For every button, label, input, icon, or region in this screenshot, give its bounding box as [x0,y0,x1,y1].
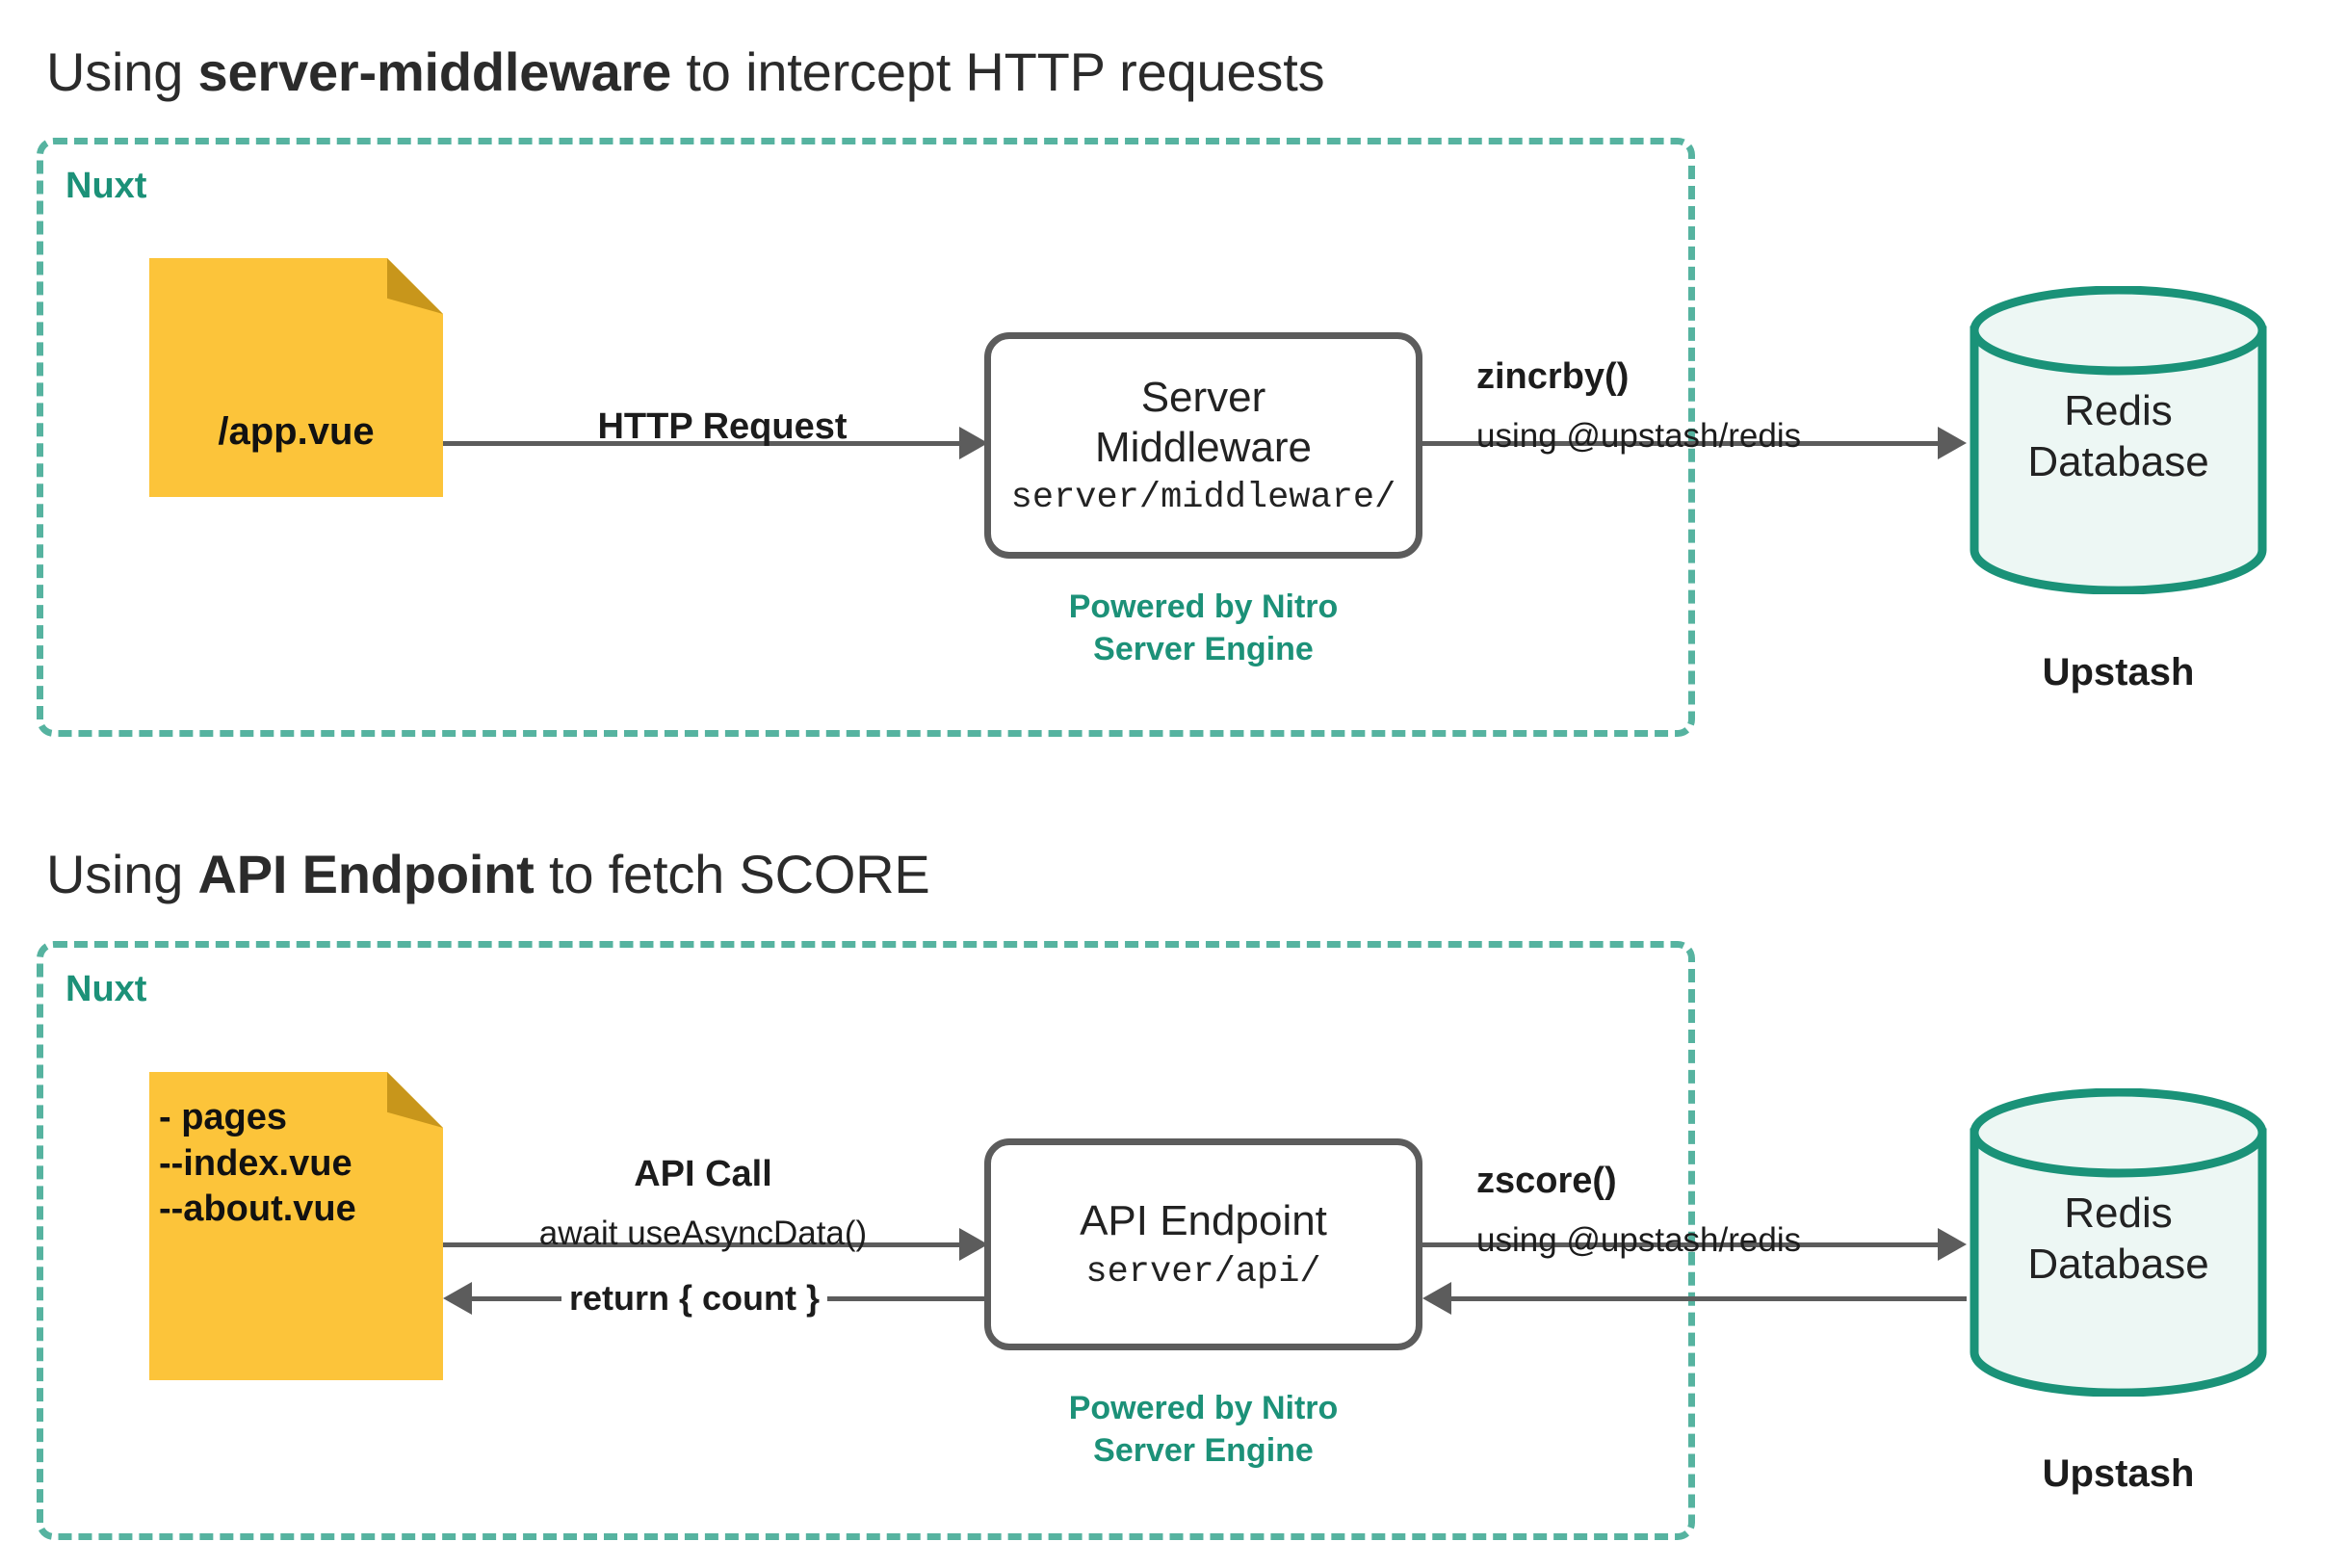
api-endpoint-title: API Endpoint [1080,1197,1327,1245]
edge-label-api-call-strong: API Call [634,1154,772,1194]
title-1-suffix: to intercept HTTP requests [671,41,1325,102]
nitro-caption-1: Powered by Nitro Server Engine [1068,588,1339,668]
arrow-line-api-call [443,1242,963,1247]
arrow-head-zincrby [1938,427,1967,459]
title-2-prefix: Using [46,844,198,904]
api-endpoint-box: API Endpoint server/api/ [984,1138,1422,1350]
document-label-app-vue: /app.vue [218,410,375,453]
server-middleware-title: Server Middleware [1095,373,1312,471]
edge-label-zscore: zscore() using @upstash/redis [1476,1141,1891,1279]
database-cylinder-icon [1970,286,2267,594]
arrow-head-http-request [959,427,988,459]
server-middleware-box: Server Middleware server/middleware/ [984,332,1422,559]
title-1-prefix: Using [46,41,198,102]
nuxt-frame-label-2: Nuxt [65,969,147,1009]
server-middleware-path: server/middleware/ [1010,478,1396,519]
section-1-title: Using server-middleware to intercept HTT… [46,40,1325,103]
database-cylinder-icon [1970,1088,2267,1397]
title-1-strong: server-middleware [197,41,672,102]
document-icon-app-vue: /app.vue [149,258,443,497]
edge-label-zincrby: zincrby() using @upstash/redis [1476,337,1891,475]
title-2-suffix: to fetch SCORE [534,844,930,904]
nuxt-boundary-2 [37,941,1695,1540]
edge-label-api-call-sub: await useAsyncData() [538,1215,868,1253]
arrow-head-return-count [443,1282,472,1315]
arrow-head-db-response [1422,1282,1451,1315]
redis-database-cylinder-1: Redis Database [1967,286,2270,594]
document-sheet [149,1072,443,1380]
redis-database-label-2: Redis Database [2027,1189,2209,1288]
document-icon-pages: - pages --index.vue --about.vue [149,1072,443,1380]
nuxt-boundary-1 [37,138,1695,737]
edge-label-zscore-sub: using @upstash/redis [1476,1221,1802,1260]
arrow-line-http-request [443,441,963,446]
title-2-strong: API Endpoint [197,844,535,904]
edge-label-http-request-strong: HTTP Request [597,406,848,447]
upstash-provider-label-1: Upstash [2042,651,2195,693]
arrow-head-api-call [959,1228,988,1261]
edge-label-http-request: HTTP Request [539,387,905,466]
upstash-provider-label-2: Upstash [2042,1452,2195,1495]
api-endpoint-path: server/api/ [1085,1251,1321,1293]
edge-label-api-call: API Call await useAsyncData() [501,1135,905,1272]
arrow-line-db-response [1451,1296,1967,1301]
redis-database-cylinder-2: Redis Database [1967,1088,2270,1397]
nitro-caption-2: Powered by Nitro Server Engine [1068,1390,1339,1470]
section-2-title: Using API Endpoint to fetch SCORE [46,843,930,905]
document-label-pages: - pages --index.vue --about.vue [159,1097,356,1229]
edge-label-zincrby-strong: zincrby() [1476,356,1630,397]
arrow-line-zincrby [1422,441,1947,446]
edge-label-zincrby-sub: using @upstash/redis [1476,417,1802,456]
edge-label-zscore-strong: zscore() [1476,1161,1617,1201]
arrow-line-zscore [1422,1242,1947,1247]
nuxt-frame-label-1: Nuxt [65,166,147,206]
edge-label-return-count: return { count } [561,1281,828,1316]
arrow-head-zscore [1938,1228,1967,1261]
redis-database-label-1: Redis Database [2027,387,2209,485]
